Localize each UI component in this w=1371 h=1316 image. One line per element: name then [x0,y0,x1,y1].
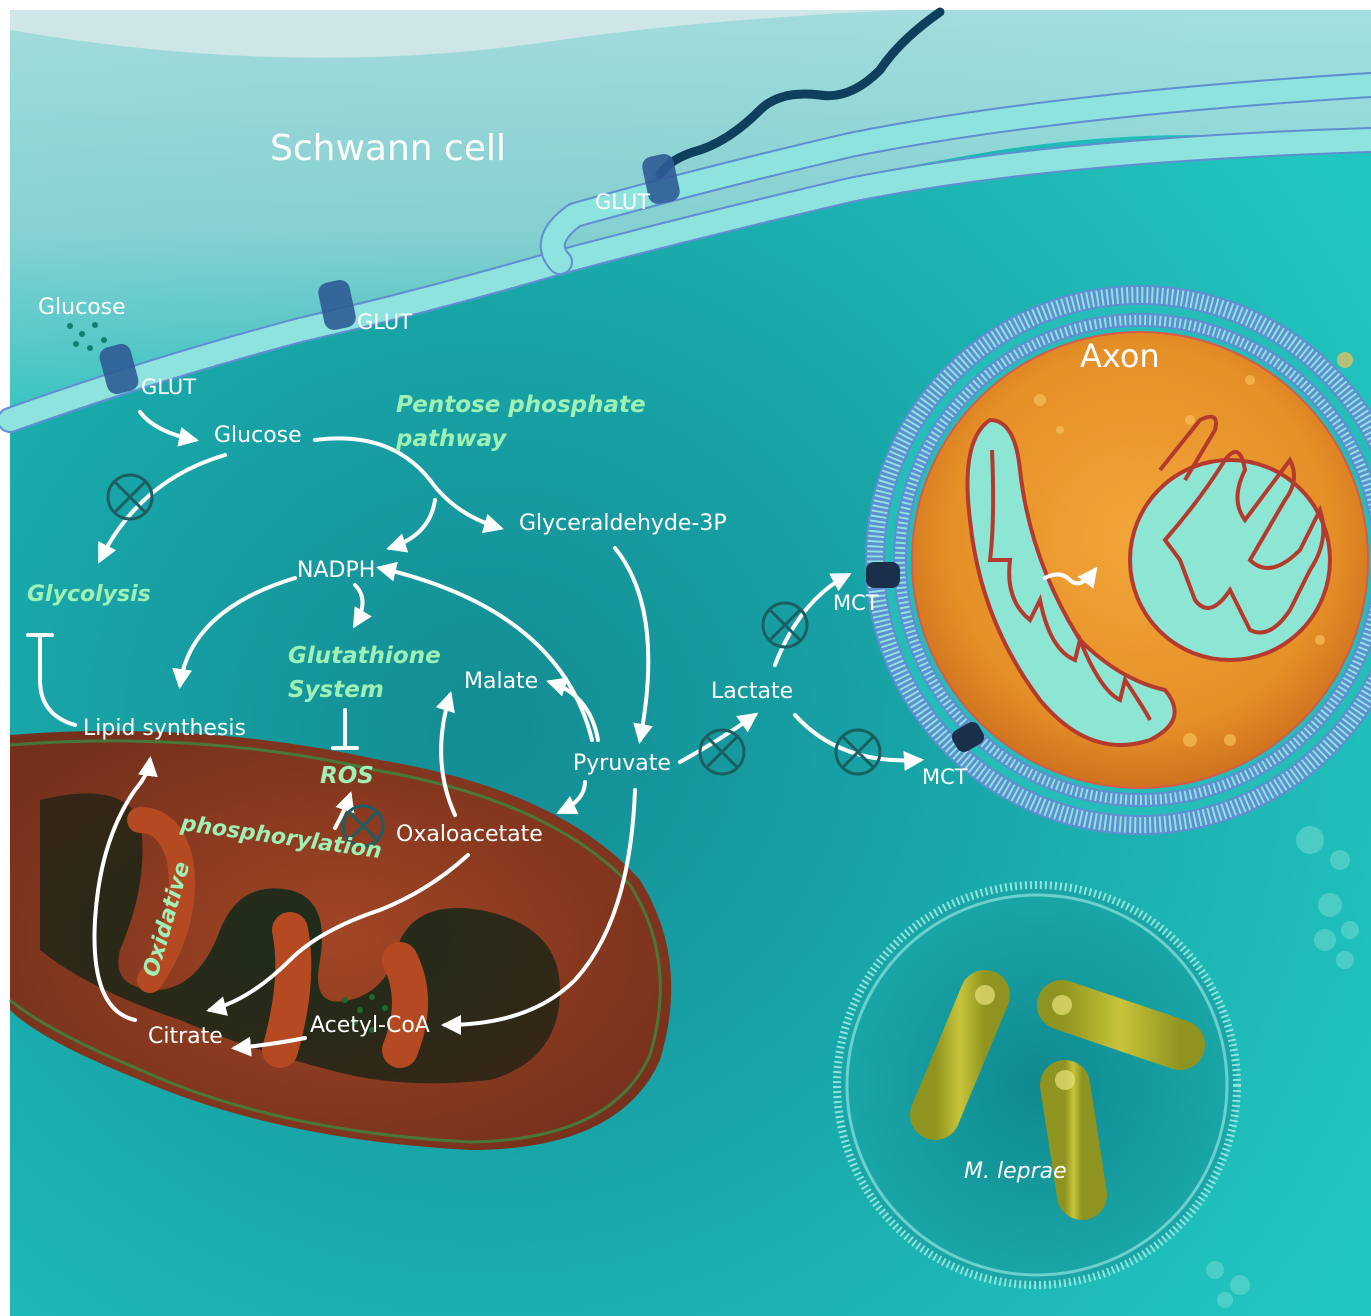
acetyl-coa-label: Acetyl-CoA [310,1013,430,1038]
schwann-cell-title: Schwann cell [270,128,506,169]
lactate-label: Lactate [711,679,793,704]
m-leprae-label: M. leprae [964,1159,1067,1184]
m-leprae-vacuole [837,885,1237,1285]
mct-label: MCT [833,591,879,615]
axon-label: Axon [1080,337,1160,375]
oxaloacetate-label: Oxaloacetate [396,822,543,847]
malate-label: Malate [464,669,538,694]
glut-label: GLUT [357,310,412,334]
glutathione-label: Glutathione [288,643,441,669]
glut-label: GLUT [141,375,196,399]
pyruvate-label: Pyruvate [573,751,671,776]
glut-label: GLUT [595,190,650,214]
pentose-phosphate-label: Pentose phosphate [396,392,646,418]
glucose-label: Glucose [214,423,302,448]
glutathione-system-label: System [288,677,384,703]
mct-label: MCT [922,765,968,789]
nadph-label: NADPH [297,558,375,583]
pentose-pathway-label: pathway [395,426,507,452]
glucose-outside-label: Glucose [38,295,126,320]
citrate-label: Citrate [148,1024,223,1049]
ros-label: ROS [320,763,374,789]
glycolysis-label: Glycolysis [27,582,151,607]
lipid-synthesis-label: Lipid synthesis [83,716,246,741]
glyceraldehyde-label: Glyceraldehyde-3P [519,511,727,536]
